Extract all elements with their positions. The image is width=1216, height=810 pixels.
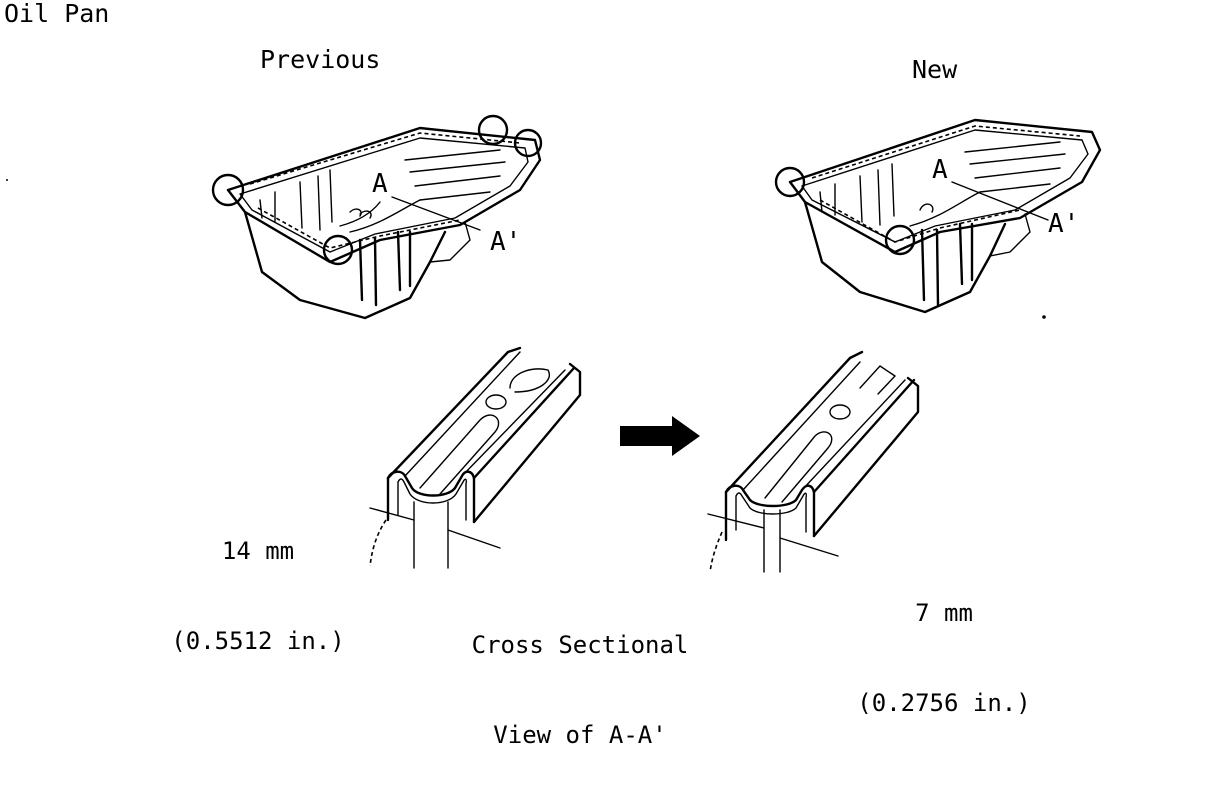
new-oil-pan	[774, 118, 1102, 319]
new-section-end-label: A'	[1048, 209, 1080, 239]
new-dimension-block: 7 mm (0.2756 in.)	[846, 538, 1042, 778]
new-heading: New	[912, 55, 958, 84]
cross-section-caption: Cross Sectional View of A-A'	[452, 570, 708, 810]
caption-line-2: View of A-A'	[493, 721, 667, 749]
previous-dimension-in: (0.5512 in.)	[171, 627, 345, 655]
previous-section-start-label: A	[372, 169, 388, 199]
right-arrow-icon	[620, 416, 700, 456]
new-dimension-in: (0.2756 in.)	[857, 689, 1031, 717]
caption-line-1: Cross Sectional	[471, 631, 689, 659]
diagram-title: Oil Pan	[4, 0, 110, 28]
oil-pan-diagram: Oil Pan Previous A A' New A A' 14 mm (0.…	[4, 0, 1102, 749]
new-section-start-label: A	[932, 155, 948, 185]
diagram-drawing	[6, 114, 1102, 573]
previous-section-end-label: A'	[490, 227, 522, 257]
new-cross-section	[707, 350, 920, 573]
previous-dimension-mm: 14 mm	[221, 537, 295, 565]
new-dimension-mm: 7 mm	[915, 599, 973, 627]
previous-cross-section	[369, 346, 582, 569]
previous-heading: Previous	[260, 45, 381, 74]
previous-dimension-block: 14 mm (0.5512 in.)	[160, 476, 356, 716]
previous-oil-pan	[211, 114, 543, 320]
